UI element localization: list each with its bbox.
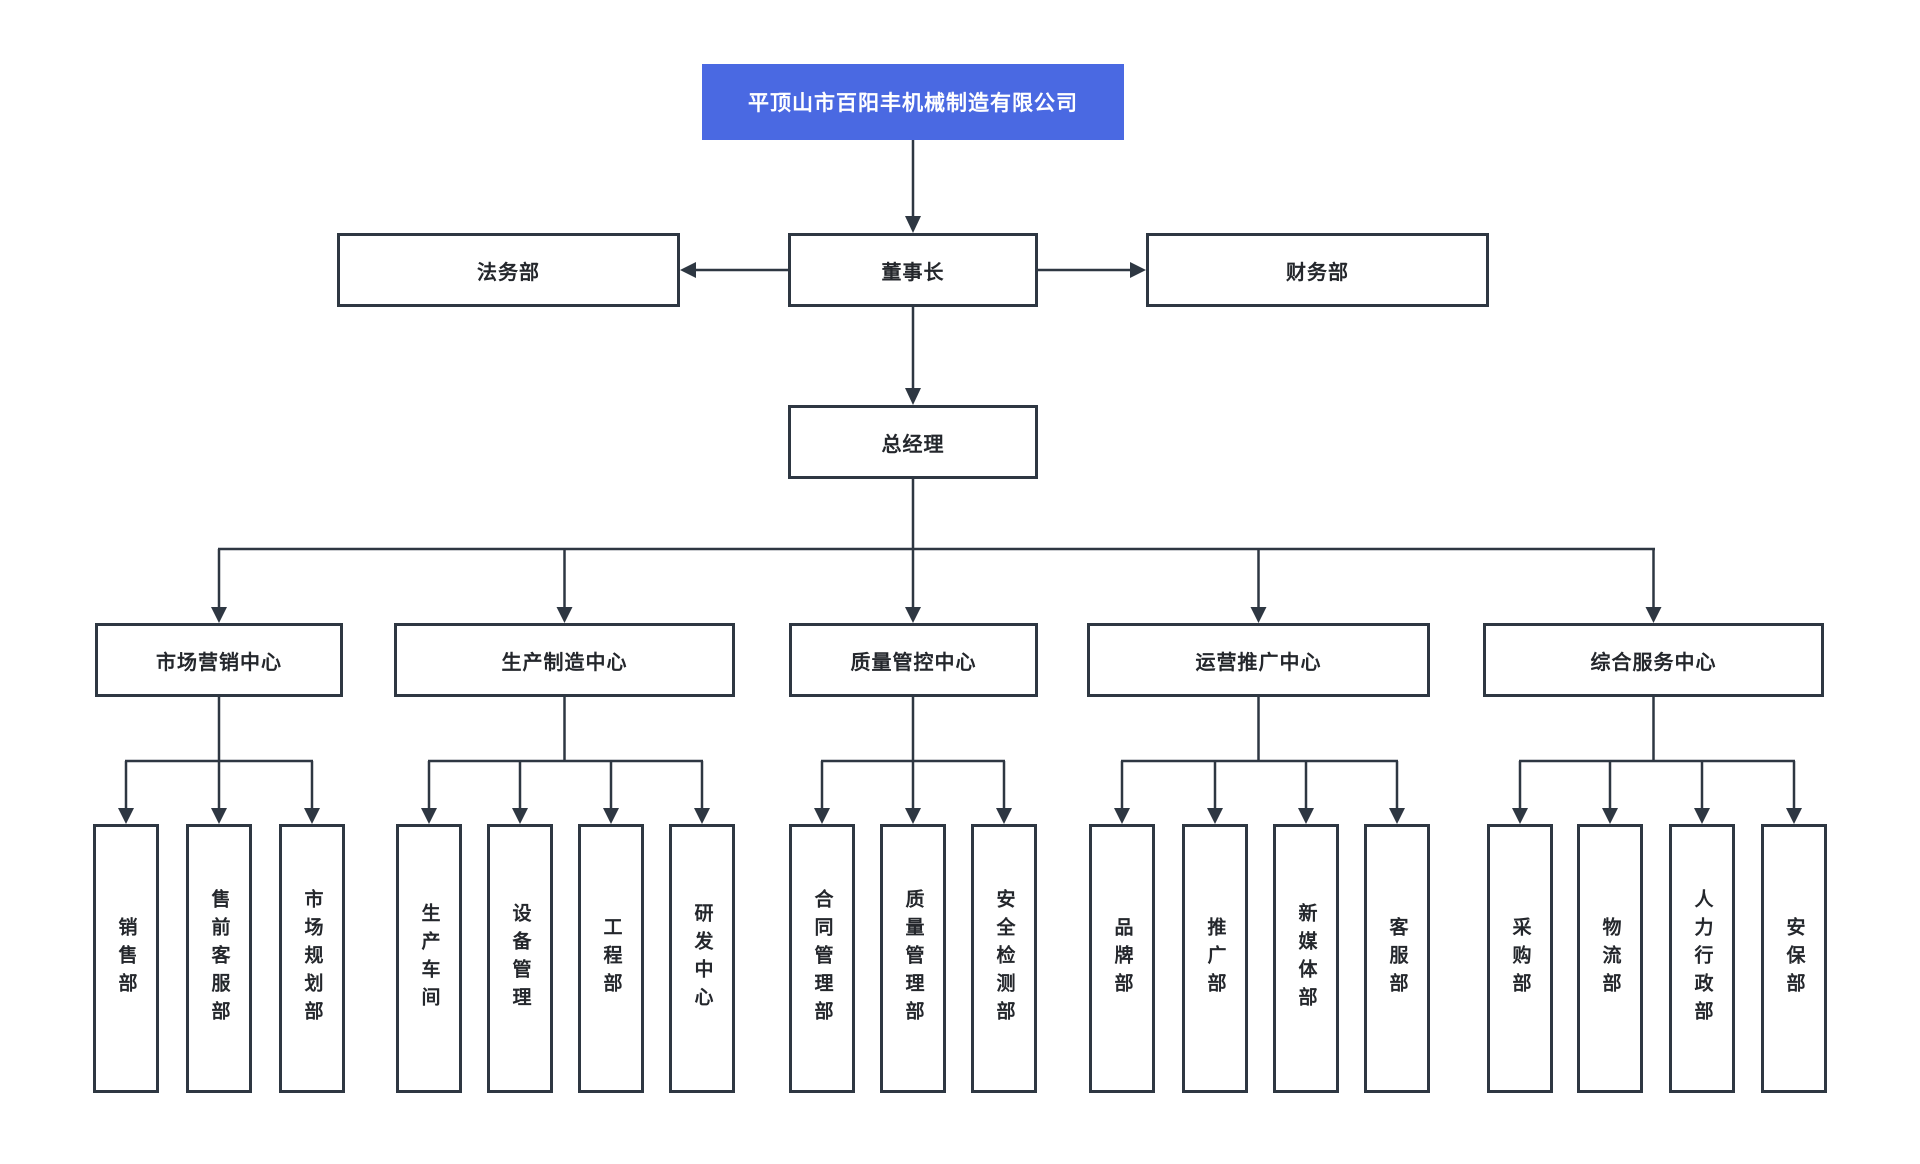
general-manager-label: 总经理 bbox=[881, 433, 945, 456]
center-label: 市场营销中心 bbox=[156, 651, 282, 674]
legal-dept-label: 法务部 bbox=[477, 261, 540, 284]
center-label: 运营推广中心 bbox=[1195, 651, 1322, 674]
center-label: 质量管控中心 bbox=[850, 651, 977, 674]
company-label: 平顶山市百阳丰机械制造有限公司 bbox=[748, 92, 1078, 115]
department-label: 工程部 bbox=[600, 916, 622, 1001]
department-label: 安保部 bbox=[1783, 916, 1805, 1001]
department-node[interactable]: 设备管理 bbox=[487, 824, 553, 1093]
department-label: 研发中心 bbox=[691, 902, 713, 1015]
department-label: 人力行政部 bbox=[1691, 888, 1713, 1029]
center-node-operations[interactable]: 运营推广中心 bbox=[1087, 623, 1430, 697]
department-label: 售前客服部 bbox=[208, 888, 230, 1029]
general-manager-node[interactable]: 总经理 bbox=[788, 405, 1038, 479]
department-node[interactable]: 人力行政部 bbox=[1669, 824, 1735, 1093]
department-label: 合同管理部 bbox=[811, 888, 833, 1029]
legal-dept-node[interactable]: 法务部 bbox=[337, 233, 680, 307]
chairman-label: 董事长 bbox=[881, 261, 945, 284]
center-node-services[interactable]: 综合服务中心 bbox=[1483, 623, 1824, 697]
department-node[interactable]: 安全检测部 bbox=[971, 824, 1037, 1093]
department-node[interactable]: 销售部 bbox=[93, 824, 159, 1093]
department-label: 物流部 bbox=[1599, 916, 1621, 1001]
center-label: 综合服务中心 bbox=[1590, 651, 1717, 674]
department-label: 质量管理部 bbox=[902, 888, 924, 1029]
department-label: 客服部 bbox=[1386, 916, 1408, 1001]
department-label: 市场规划部 bbox=[301, 888, 323, 1029]
department-node[interactable]: 合同管理部 bbox=[789, 824, 855, 1093]
finance-dept-label: 财务部 bbox=[1286, 261, 1349, 284]
department-label: 推广部 bbox=[1204, 916, 1226, 1001]
finance-dept-node[interactable]: 财务部 bbox=[1146, 233, 1489, 307]
department-label: 采购部 bbox=[1509, 916, 1531, 1001]
department-node[interactable]: 工程部 bbox=[578, 824, 644, 1093]
chairman-node[interactable]: 董事长 bbox=[788, 233, 1038, 307]
department-label: 品牌部 bbox=[1111, 916, 1133, 1001]
department-label: 设备管理 bbox=[509, 902, 531, 1015]
department-node[interactable]: 品牌部 bbox=[1089, 824, 1155, 1093]
department-node[interactable]: 质量管理部 bbox=[880, 824, 946, 1093]
department-node[interactable]: 采购部 bbox=[1487, 824, 1553, 1093]
department-node[interactable]: 市场规划部 bbox=[279, 824, 345, 1093]
department-node[interactable]: 推广部 bbox=[1182, 824, 1248, 1093]
department-node[interactable]: 生产车间 bbox=[396, 824, 462, 1093]
department-label: 销售部 bbox=[115, 916, 137, 1001]
department-label: 新媒体部 bbox=[1295, 902, 1317, 1015]
center-node-quality[interactable]: 质量管控中心 bbox=[789, 623, 1038, 697]
department-node[interactable]: 物流部 bbox=[1577, 824, 1643, 1093]
department-node[interactable]: 售前客服部 bbox=[186, 824, 252, 1093]
company-node[interactable]: 平顶山市百阳丰机械制造有限公司 bbox=[702, 64, 1124, 140]
department-node[interactable]: 研发中心 bbox=[669, 824, 735, 1093]
department-node[interactable]: 客服部 bbox=[1364, 824, 1430, 1093]
department-label: 生产车间 bbox=[418, 902, 440, 1015]
department-node[interactable]: 新媒体部 bbox=[1273, 824, 1339, 1093]
department-label: 安全检测部 bbox=[993, 888, 1015, 1029]
center-node-production[interactable]: 生产制造中心 bbox=[394, 623, 735, 697]
center-label: 生产制造中心 bbox=[501, 651, 628, 674]
department-node[interactable]: 安保部 bbox=[1761, 824, 1827, 1093]
center-node-marketing[interactable]: 市场营销中心 bbox=[95, 623, 343, 697]
